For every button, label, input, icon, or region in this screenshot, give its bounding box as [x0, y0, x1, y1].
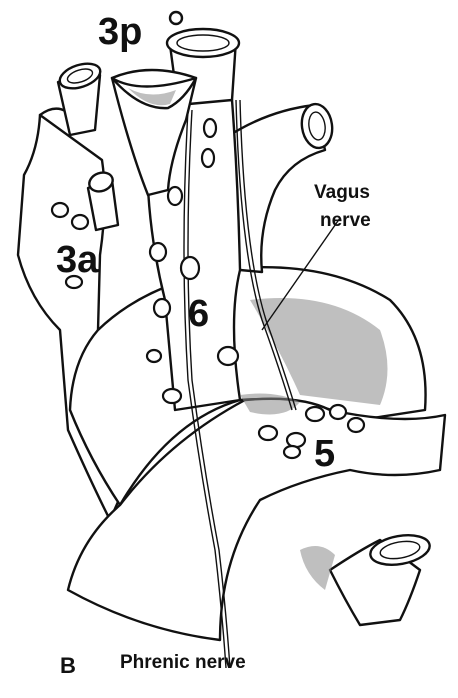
node-6-8 — [218, 347, 238, 365]
panel-letter: B — [60, 653, 76, 678]
node-6-2 — [202, 149, 214, 167]
label-phrenic-nerve: Phrenic nerve — [120, 652, 246, 673]
node-5-4 — [330, 405, 346, 419]
label-vagus-line1: Vagus — [314, 182, 370, 203]
pulmonary-branch — [300, 531, 432, 625]
node-5-2 — [287, 433, 305, 447]
node-5-6 — [284, 446, 300, 458]
label-station-3a: 3a — [56, 239, 99, 281]
label-vagus-line2: nerve — [320, 210, 371, 231]
node-6-1 — [204, 119, 216, 137]
node-6-3 — [168, 187, 182, 205]
label-station-6: 6 — [188, 293, 209, 335]
brachiocephalic-vessel — [57, 59, 104, 135]
node-5-3 — [306, 407, 324, 421]
node-6-7 — [147, 350, 161, 362]
node-6-6 — [154, 299, 170, 317]
node-6-9 — [163, 389, 181, 403]
node-3a-2 — [72, 215, 88, 229]
node-5-1 — [259, 426, 277, 440]
node-6-4 — [150, 243, 166, 261]
node-5-5 — [348, 418, 364, 432]
node-3a-1 — [52, 203, 68, 217]
label-station-5: 5 — [314, 433, 335, 475]
label-station-3p: 3p — [98, 11, 142, 53]
node-6-5 — [181, 257, 199, 279]
